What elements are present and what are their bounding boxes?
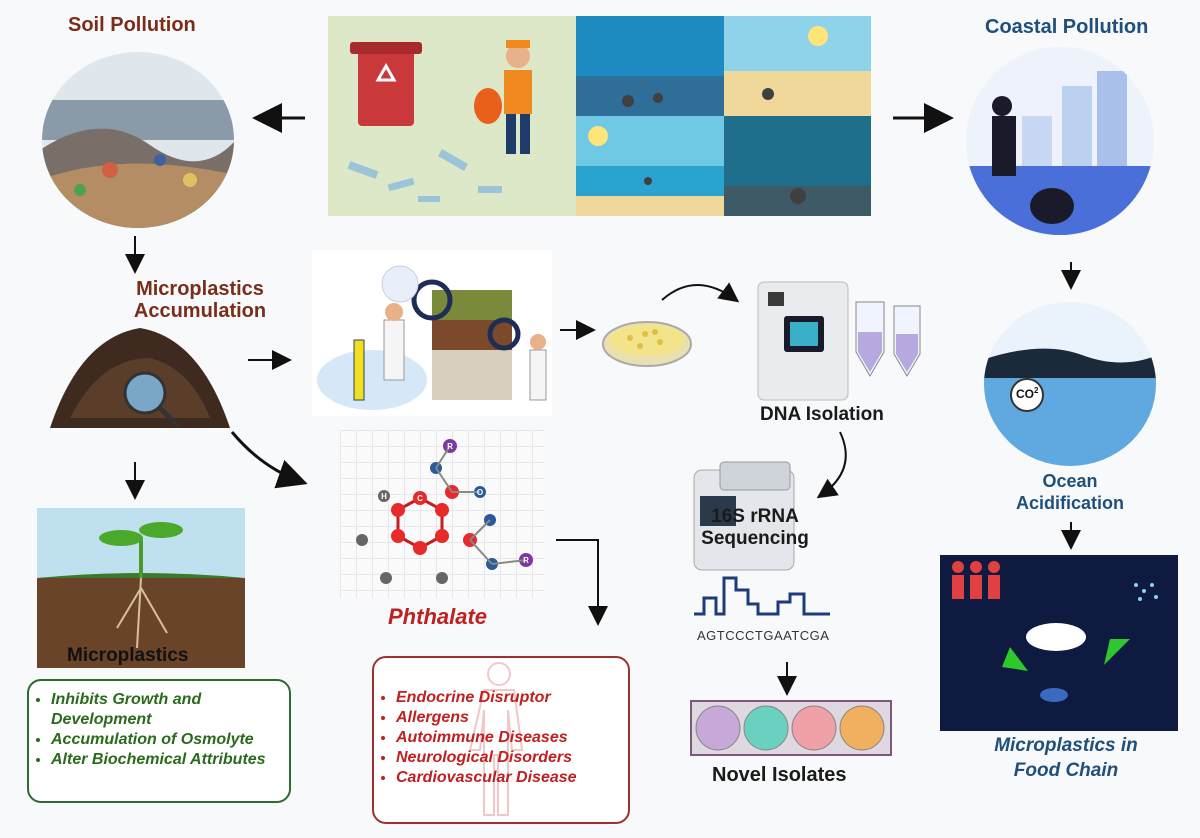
health-effect-item: Cardiovascular Disease (396, 768, 628, 788)
novel-isolates-label: Novel Isolates (712, 764, 847, 786)
r4-group-label: R (523, 556, 529, 565)
coastal-pollution-title: Coastal Pollution (985, 16, 1149, 38)
health-effect-item: Neurological Disorders (396, 748, 628, 768)
petri-dish-icon (600, 310, 694, 370)
health-effect-item: Autoimmune Diseases (396, 728, 628, 748)
phthalate-label: Phthalate (388, 604, 488, 629)
microplastics-accumulation-title: Microplastics Accumulation (133, 278, 267, 322)
coastal-pollution-image (962, 46, 1158, 236)
novel-isolates-image (690, 700, 892, 756)
soil-pollution-image (40, 50, 236, 230)
soil-lab-image (312, 250, 552, 416)
human-icon (952, 561, 1000, 599)
ocean-acidification-image (982, 300, 1158, 468)
co2-bubble-1 (1010, 378, 1044, 412)
health-effects-box: Endocrine Disruptor Allergens Autoimmune… (372, 656, 630, 824)
plant-effect-item: Accumulation of Osmolyte (51, 730, 289, 750)
dna-isolation-label: DNA Isolation (760, 404, 884, 425)
r-group-label: R (447, 442, 453, 451)
seedling-icon (99, 530, 143, 546)
food-chain-image (940, 555, 1178, 731)
sequencer-icon (690, 460, 820, 580)
oxygen-label: O (477, 488, 483, 497)
dna-sequence-text: AGTCCCTGAATCGA (697, 628, 830, 643)
worker-icon (506, 44, 530, 68)
health-effect-item: Endocrine Disruptor (396, 688, 628, 708)
plant-effects-box: Inhibits Growth and Development Accumula… (27, 679, 291, 803)
recycle-bin-icon (358, 50, 414, 126)
co2-label: CO2 (1016, 386, 1038, 401)
carbon-label: C (417, 494, 423, 503)
plant-microplastics-image (37, 508, 245, 668)
ocean-acidification-label: Ocean Acidification (1015, 471, 1124, 513)
sequencing-label: 16S rRNA Sequencing (701, 506, 809, 549)
co2-subscript: 2 (1034, 386, 1039, 395)
plant-effect-item: Inhibits Growth and Development (51, 690, 289, 730)
hydrogen-label: H (381, 492, 387, 501)
co2-text: CO (1016, 387, 1034, 401)
health-effect-item: Allergens (396, 708, 628, 728)
soil-pollution-title: Soil Pollution (68, 14, 196, 36)
dna-extractor-icon (748, 272, 928, 404)
food-chain-label: Microplastics in Food Chain (994, 735, 1138, 781)
plant-effect-item: Alter Biochemical Attributes (51, 750, 289, 770)
human-silhouette-icon (468, 662, 524, 816)
microplastics-plant-label: Microplastics (67, 645, 189, 666)
sequence-trace (694, 574, 834, 622)
fish-icon (1040, 688, 1068, 702)
microplastics-soil-image (50, 308, 230, 448)
phthalate-molecule: R R C H O (340, 430, 544, 598)
pollution-collage (328, 16, 871, 216)
